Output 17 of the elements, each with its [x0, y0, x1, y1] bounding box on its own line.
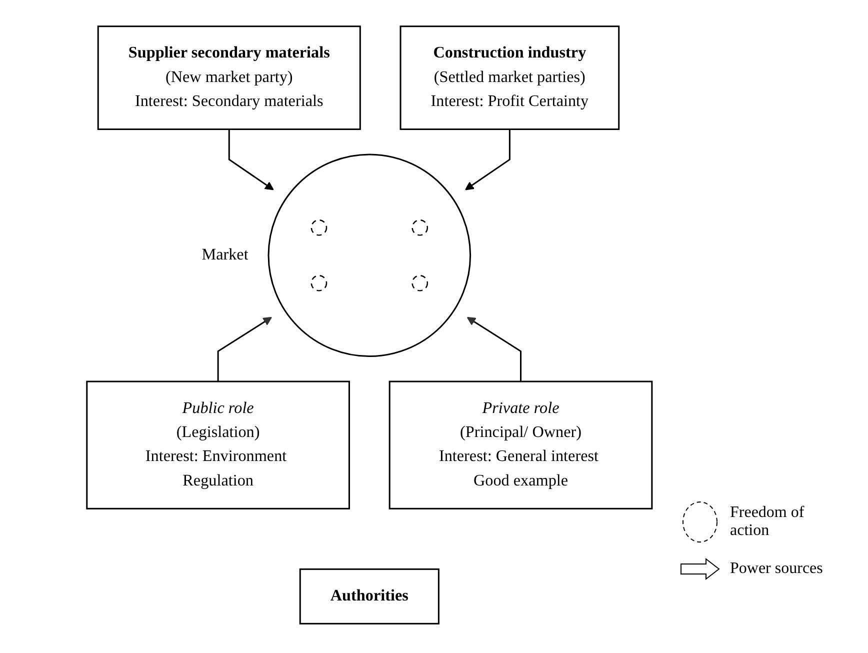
arrow	[466, 316, 522, 382]
node-box: Public role (Legislation) Interest: Environment Regulation	[86, 380, 350, 510]
node-circle	[412, 274, 428, 292]
node-circle	[412, 219, 428, 236]
node-box: Supplier secondary materials (New market party) Interest: Secondary materials	[97, 26, 361, 130]
arrow	[217, 316, 272, 382]
arrow	[464, 129, 510, 190]
node-box: Authorities	[299, 568, 440, 624]
cluster	[268, 154, 472, 358]
node-box: Construction industry (Settled market parties) Interest: Profit Certainty	[400, 26, 620, 130]
legend-label: Power sources	[730, 560, 823, 578]
arrow	[228, 129, 274, 190]
node-label: Market	[202, 246, 248, 264]
node-circle	[310, 219, 328, 236]
node-box: Private role (Principal/ Owner) Interest: General interest Good example	[388, 380, 653, 510]
legend-label: Freedom of action	[730, 504, 806, 540]
node-circle	[310, 274, 328, 292]
